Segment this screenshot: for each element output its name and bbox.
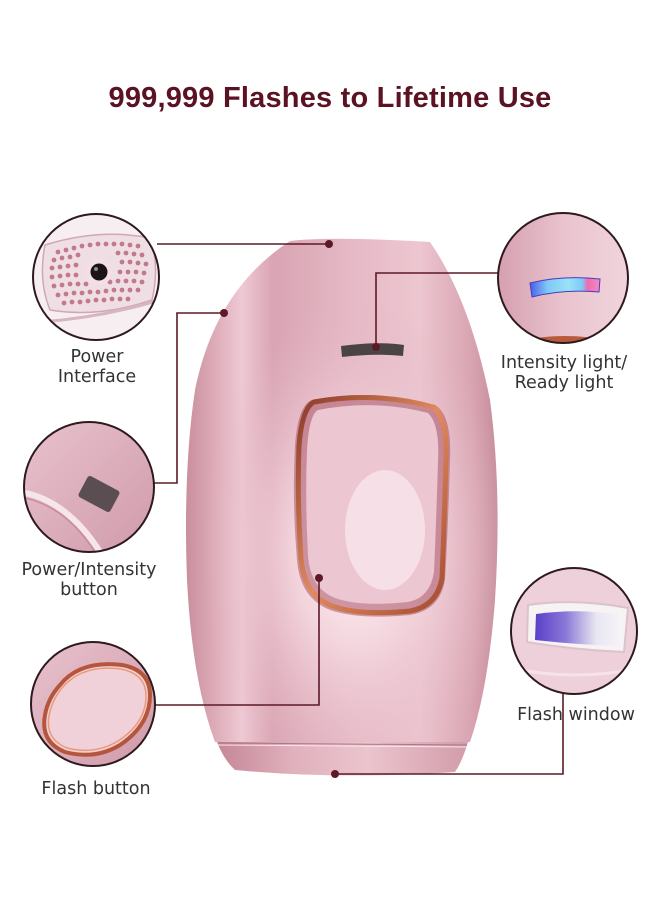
callout-power-interface	[32, 213, 160, 341]
label-line: Power	[70, 347, 124, 367]
label-line: Flash button	[41, 779, 151, 799]
lamp-icon	[535, 611, 622, 646]
leader-lines	[154, 243, 564, 775]
led-bar-icon	[529, 277, 601, 298]
label-flash-button: Flash button	[26, 779, 166, 799]
label-intensity-light: Intensity light/ Ready light	[484, 353, 644, 393]
label-power-interface: Power Interface	[36, 347, 158, 387]
power-button-icon	[78, 476, 120, 512]
label-power-intensity-button: Power/Intensity button	[6, 560, 172, 600]
callout-flash-window	[510, 567, 638, 695]
label-flash-window: Flash window	[506, 705, 646, 725]
headline-title: 999,999 Flashes to Lifetime Use	[108, 82, 552, 114]
power-jack-icon	[90, 263, 108, 281]
leader-dots	[220, 240, 380, 778]
label-line: Ready light	[514, 373, 614, 393]
label-line: Power/Intensity	[21, 560, 157, 580]
callout-power-intensity-button	[23, 421, 155, 553]
label-line: Flash window	[517, 705, 635, 725]
vent-holes-icon	[49, 241, 149, 306]
label-line: Interface	[57, 367, 137, 387]
callout-intensity-light	[497, 212, 629, 344]
label-line: Intensity light/	[500, 353, 628, 373]
label-line: button	[60, 580, 118, 600]
device-flash-button[interactable]	[293, 395, 451, 617]
callout-flash-button	[30, 641, 156, 767]
indicator-slot	[341, 343, 404, 357]
